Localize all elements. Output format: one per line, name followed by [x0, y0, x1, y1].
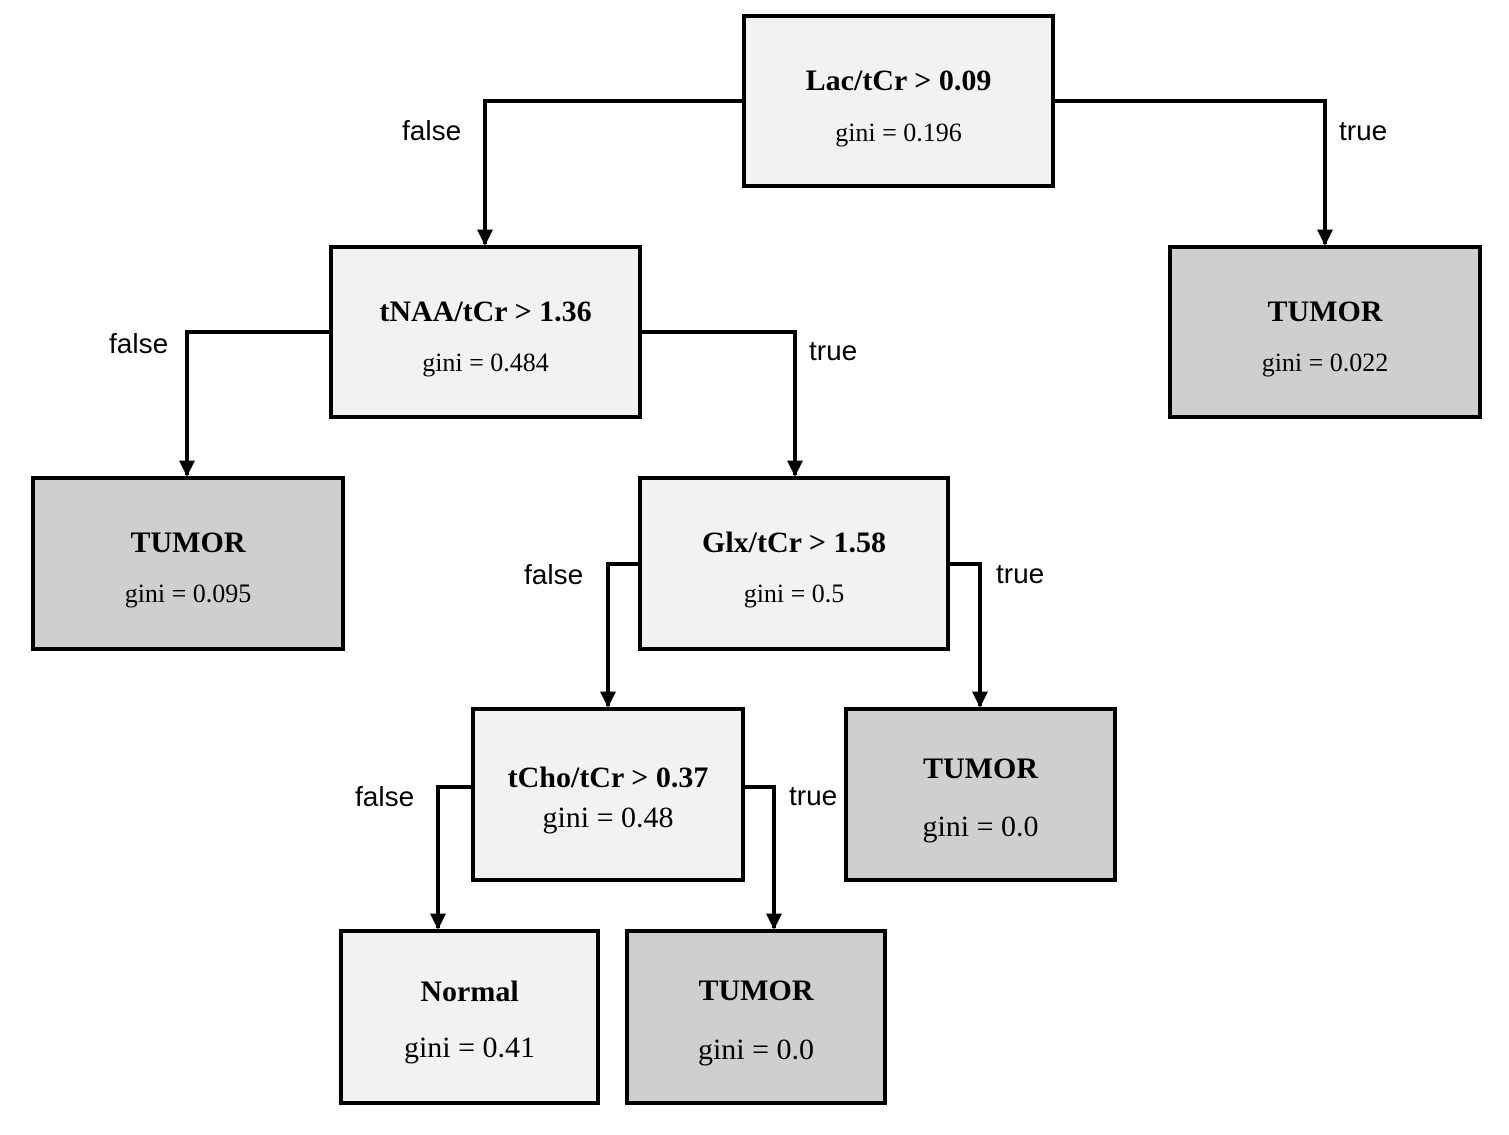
edge-label-tnaa-true: true	[809, 335, 858, 366]
leaf-tumor-glx-true-gini: gini = 0.0	[922, 810, 1039, 843]
edge-tcho-true	[742, 785, 782, 930]
leaf-tumor-tnaa-false: TUMOR gini = 0.095	[31, 476, 345, 651]
node-glx-tcr-title: Glx/tCr > 1.58	[701, 526, 887, 559]
leaf-normal: Normal gini = 0.41	[339, 929, 600, 1105]
node-tcho-tcr-gini: gini = 0.48	[542, 801, 674, 834]
node-glx-tcr-gini: gini = 0.5	[743, 579, 845, 608]
node-tcho-tcr: tCho/tCr > 0.37 gini = 0.48	[471, 707, 745, 882]
node-tnaa-tcr-title: tNAA/tCr > 1.36	[379, 295, 592, 328]
edge-glx-false	[600, 562, 640, 708]
leaf-tumor-tnaa-false-gini: gini = 0.095	[124, 579, 252, 608]
edge-tnaa-false	[179, 330, 331, 477]
edge-glx-true	[948, 562, 988, 708]
leaf-normal-title: Normal	[420, 975, 519, 1008]
edge-tnaa-true	[640, 330, 803, 477]
node-tnaa-tcr: tNAA/tCr > 1.36 gini = 0.484	[329, 245, 642, 419]
leaf-tumor-glx-true: TUMOR gini = 0.0	[844, 707, 1117, 882]
edge-label-glx-true: true	[996, 558, 1045, 589]
edge-label-tcho-false: false	[355, 781, 415, 812]
edge-root-false	[477, 99, 744, 246]
node-lac-tcr: Lac/tCr > 0.09 gini = 0.196	[742, 14, 1055, 188]
leaf-tumor-root-true-gini: gini = 0.022	[1261, 348, 1389, 377]
edge-label-glx-false: false	[524, 559, 584, 590]
node-tnaa-tcr-gini: gini = 0.484	[422, 348, 549, 377]
edge-label-tnaa-false: false	[109, 328, 169, 359]
leaf-tumor-root-true-title: TUMOR	[1267, 295, 1383, 328]
leaf-tumor-glx-true-title: TUMOR	[923, 752, 1038, 785]
node-lac-tcr-gini: gini = 0.196	[835, 118, 962, 147]
edge-tcho-false	[430, 785, 474, 930]
leaf-tumor-root-true: TUMOR gini = 0.022	[1168, 245, 1482, 419]
edge-label-tcho-true: true	[789, 780, 838, 811]
edge-label-root-false: false	[402, 115, 462, 146]
node-lac-tcr-title: Lac/tCr > 0.09	[805, 64, 992, 97]
leaf-normal-gini: gini = 0.41	[403, 1031, 536, 1064]
edge-root-true	[1053, 99, 1333, 246]
leaf-tumor-tcho-true-title: TUMOR	[698, 974, 814, 1007]
leaf-tumor-tcho-true-gini: gini = 0.0	[697, 1033, 815, 1066]
leaf-tumor-tcho-true: TUMOR gini = 0.0	[625, 929, 887, 1105]
leaf-tumor-tnaa-false-title: TUMOR	[130, 526, 246, 559]
edge-label-root-true: true	[1339, 115, 1388, 146]
node-tcho-tcr-title: tCho/tCr > 0.37	[507, 761, 709, 794]
node-glx-tcr: Glx/tCr > 1.58 gini = 0.5	[638, 476, 950, 651]
